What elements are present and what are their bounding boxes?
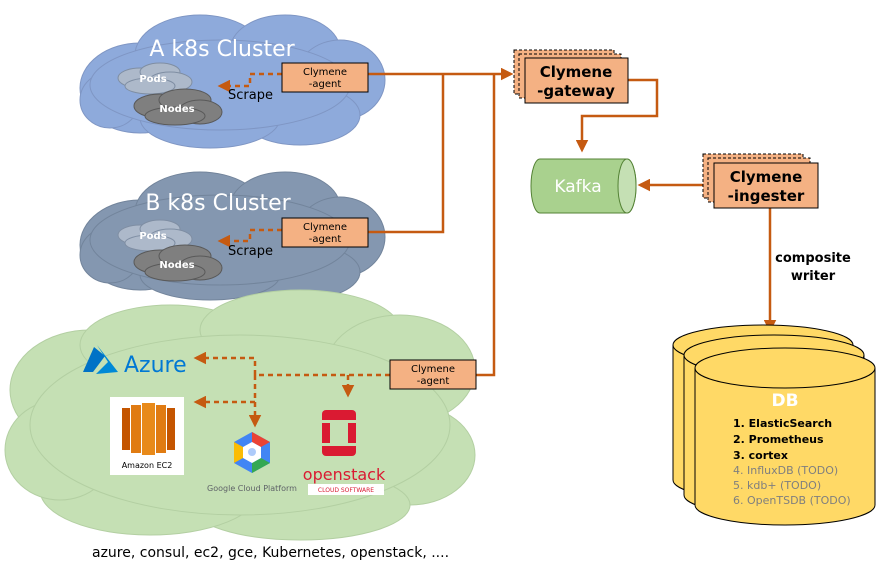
amazon-ec2-label: Amazon EC2 <box>122 461 173 470</box>
scrape-label-a: Scrape <box>228 88 273 103</box>
amazon-ec2-logo: Amazon EC2 <box>110 397 184 475</box>
google-cloud-logo: Google Cloud Platform <box>207 432 297 493</box>
clymene-ingester: Clymene -ingester <box>702 153 819 209</box>
db-item: 2. Prometheus <box>733 433 824 446</box>
clymene-agent-c: Clymene -agent <box>389 359 477 390</box>
svg-text:Clymene: Clymene <box>303 222 347 233</box>
db-title: DB <box>771 391 798 411</box>
svg-text:-ingester: -ingester <box>728 187 805 205</box>
db-item: 3. cortex <box>733 449 788 462</box>
db-item: 1. ElasticSearch <box>733 417 832 430</box>
db-item-todo: 6. OpenTSDB (TODO) <box>733 494 851 507</box>
svg-text:-agent: -agent <box>417 376 450 387</box>
db-item-todo: 4. InfluxDB (TODO) <box>733 464 838 477</box>
svg-text:-gateway: -gateway <box>537 82 615 100</box>
nodes-cloud-b: Nodes <box>133 244 223 282</box>
google-cloud-label: Google Cloud Platform <box>207 484 297 493</box>
composite-writer-label: composite <box>775 251 851 266</box>
cloud-providers-cloud <box>4 289 476 541</box>
pods-label: Pods <box>139 74 166 85</box>
openstack-label: openstack <box>303 465 386 484</box>
svg-text:Kafka: Kafka <box>554 177 601 197</box>
clymene-agent-a: Clymene -agent <box>281 62 369 93</box>
clymene-gateway: Clymene -gateway <box>513 49 629 104</box>
data-flow-lines <box>368 67 777 377</box>
openstack-logo: openstack CLOUD SOFTWARE <box>303 410 386 495</box>
pods-cloud-b: Pods <box>117 219 193 252</box>
svg-text:-agent: -agent <box>309 234 342 245</box>
cluster-a-title: A k8s Cluster <box>149 37 295 62</box>
pods-cloud-a: Pods <box>117 62 193 95</box>
db-cylinder: DB 1. ElasticSearch 2. Prometheus 3. cor… <box>672 324 876 526</box>
nodes-label: Nodes <box>159 104 194 115</box>
pods-label: Pods <box>139 231 166 242</box>
svg-text:Clymene: Clymene <box>303 67 347 78</box>
kafka-queue: Kafka <box>530 158 637 214</box>
cluster-b-title: B k8s Cluster <box>145 191 291 216</box>
azure-label: Azure <box>124 353 187 378</box>
svg-text:Clymene: Clymene <box>540 63 613 81</box>
svg-text:Clymene: Clymene <box>730 168 803 186</box>
nodes-label: Nodes <box>159 260 194 271</box>
azure-logo: Azure <box>83 345 187 378</box>
scrape-label-b: Scrape <box>228 244 273 259</box>
composite-writer-label-2: writer <box>791 269 836 284</box>
footer-text: azure, consul, ec2, gce, Kubernetes, ope… <box>92 545 449 561</box>
provider-arrows <box>193 351 390 428</box>
clymene-agent-b: Clymene -agent <box>281 217 369 248</box>
db-item-todo: 5. kdb+ (TODO) <box>733 479 821 492</box>
svg-text:-agent: -agent <box>309 79 342 90</box>
openstack-sublabel: CLOUD SOFTWARE <box>318 487 374 494</box>
svg-text:Clymene: Clymene <box>411 364 455 375</box>
nodes-cloud-a: Nodes <box>133 88 223 126</box>
scrape-arrows <box>217 72 282 248</box>
